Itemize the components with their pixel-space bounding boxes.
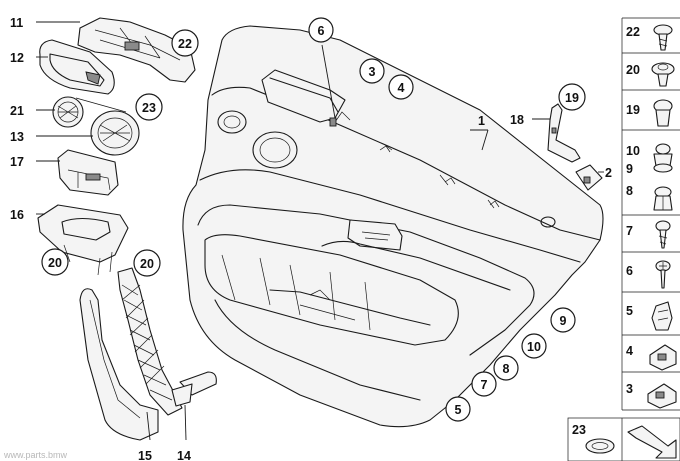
leader-lines bbox=[36, 21, 604, 441]
sidebar-label-11: 3 bbox=[626, 382, 633, 396]
fastener-6-screw-icon bbox=[655, 260, 671, 289]
callout-8: 8 bbox=[503, 362, 510, 376]
fastener-7-screw-icon bbox=[655, 220, 671, 249]
part-15-pull-handle[interactable] bbox=[79, 288, 159, 441]
sidebar-label-2: 20 bbox=[626, 63, 640, 77]
callout-7: 7 bbox=[481, 378, 488, 392]
callout-19: 19 bbox=[565, 91, 579, 105]
callout-3-circle bbox=[359, 58, 385, 84]
callout-4: 4 bbox=[398, 81, 405, 95]
part-21-speaker-grille[interactable] bbox=[52, 96, 84, 128]
part-2-clip[interactable] bbox=[575, 164, 603, 191]
fastener-4-clip-icon bbox=[649, 344, 677, 371]
legend-number: 23 bbox=[572, 423, 586, 437]
callout-9-circle bbox=[550, 307, 576, 333]
fastener-5-nut-icon bbox=[651, 301, 673, 331]
sidebar-label-8: 6 bbox=[626, 264, 633, 278]
callout-6-circle bbox=[308, 17, 334, 43]
callout-3: 3 bbox=[369, 65, 376, 79]
fastener-3-clip-icon bbox=[647, 383, 677, 409]
callout-4-circle bbox=[388, 74, 414, 100]
legend-box bbox=[567, 417, 680, 461]
part-11-handle-bracket[interactable] bbox=[77, 17, 196, 83]
callout-17: 17 bbox=[10, 155, 24, 169]
part-13-speaker-grille[interactable] bbox=[90, 110, 140, 156]
handle-carrier[interactable] bbox=[117, 267, 183, 416]
callout-22: 22 bbox=[178, 37, 192, 51]
fastener-22-screw-icon bbox=[653, 24, 673, 51]
sidebar-label-1: 22 bbox=[626, 25, 640, 39]
callout-6: 6 bbox=[318, 24, 325, 38]
callout-10: 10 bbox=[527, 340, 541, 354]
part-17-switch-housing[interactable] bbox=[57, 149, 119, 196]
callout-19-circle bbox=[558, 83, 586, 111]
callout-20-left: 20 bbox=[48, 256, 62, 270]
fastener-sidebar bbox=[621, 17, 680, 411]
callout-12: 12 bbox=[10, 51, 24, 65]
callout-13: 13 bbox=[10, 130, 24, 144]
callout-5-circle bbox=[445, 396, 471, 422]
watermark: www.parts.bmw bbox=[3, 450, 68, 460]
part-16-handle-recess[interactable] bbox=[37, 204, 129, 276]
callout-21: 21 bbox=[10, 104, 24, 118]
sidebar-label-9: 5 bbox=[626, 304, 633, 318]
callout-14: 14 bbox=[177, 449, 191, 461]
fastener-10-clip-icon bbox=[653, 143, 673, 173]
callout-20-right: 20 bbox=[140, 257, 154, 271]
fastener-20-clip-icon bbox=[651, 62, 675, 87]
callout-8-circle bbox=[493, 355, 519, 381]
fastener-8-clip-icon bbox=[653, 186, 673, 211]
sidebar-label-6: 8 bbox=[626, 184, 633, 198]
callout-7-circle bbox=[471, 371, 497, 397]
callout-9: 9 bbox=[560, 314, 567, 328]
sidebar-label-7: 7 bbox=[626, 224, 633, 238]
door-panel[interactable] bbox=[182, 25, 604, 428]
sidebar-label-3: 19 bbox=[626, 103, 640, 117]
sidebar-label-5: 9 bbox=[626, 162, 633, 176]
callout-23-circle bbox=[135, 93, 163, 121]
part-14-pull-grip[interactable] bbox=[171, 371, 217, 407]
callout-11: 11 bbox=[10, 16, 23, 30]
callout-10-circle bbox=[521, 333, 547, 359]
callout-5: 5 bbox=[455, 403, 462, 417]
fastener-19-plug-icon bbox=[653, 99, 673, 127]
callout-23: 23 bbox=[142, 101, 156, 115]
arrow-icon bbox=[627, 425, 677, 459]
callout-1: 1 bbox=[478, 114, 485, 128]
part-12-handle-cover[interactable] bbox=[39, 39, 115, 95]
callout-18: 18 bbox=[510, 113, 524, 127]
sidebar-label-10: 4 bbox=[626, 344, 633, 358]
callout-16: 16 bbox=[10, 208, 24, 222]
callout-20a-circle bbox=[41, 248, 69, 276]
part-18-bracket[interactable] bbox=[547, 103, 581, 163]
callout-15: 15 bbox=[138, 449, 152, 461]
sidebar-label-4: 10 bbox=[626, 144, 640, 158]
callout-20b-circle bbox=[133, 249, 161, 277]
callout-22-circle bbox=[171, 29, 199, 57]
callout-2: 2 bbox=[605, 166, 612, 180]
